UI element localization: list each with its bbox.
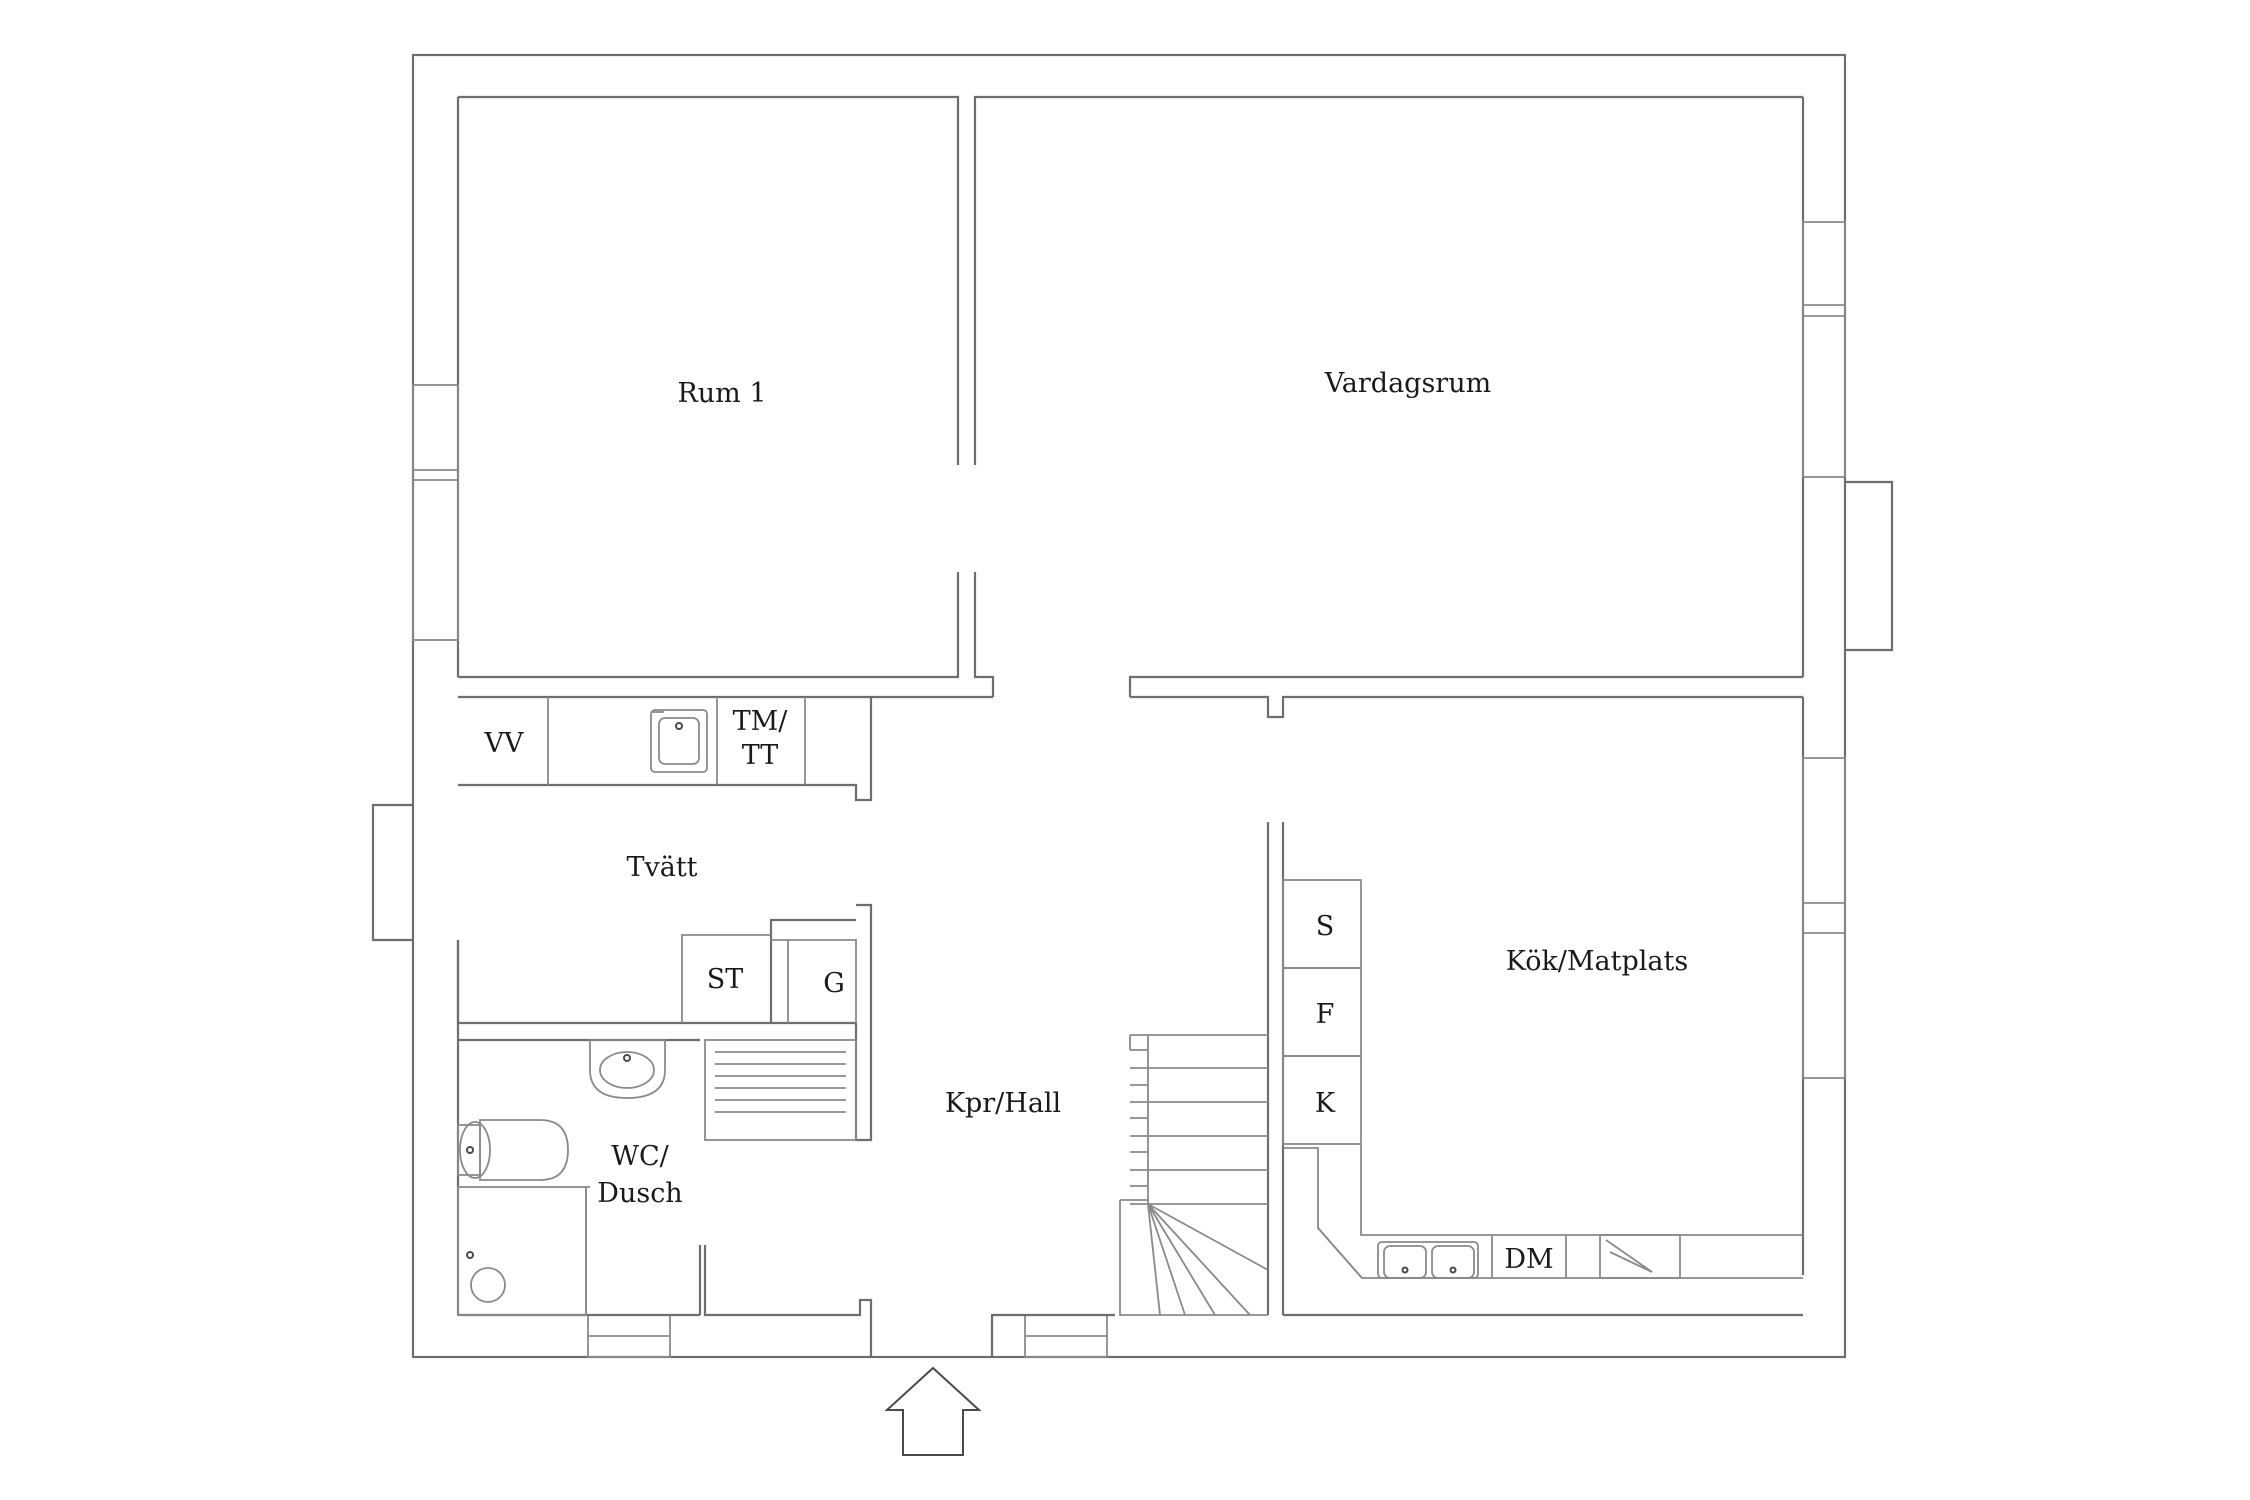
toilet-icon — [457, 1119, 569, 1181]
windows — [412, 221, 1846, 1358]
fixture-label-vv: VV — [484, 728, 524, 759]
shower-icon — [457, 1186, 590, 1316]
fixture-label-st: ST — [707, 964, 744, 995]
stove-icon — [1599, 1234, 1681, 1279]
room-labels: Rum 1 Vardagsrum Tvätt Kök/Matplats Kpr/… — [597, 368, 1688, 1209]
room-label-rum1: Rum 1 — [677, 378, 766, 409]
room-label-tvatt: Tvätt — [626, 852, 697, 883]
staircase — [1119, 1034, 1269, 1316]
bench — [704, 1039, 857, 1141]
storage-cabinets — [681, 934, 857, 1023]
room-label-kpr-hall: Kpr/Hall — [945, 1088, 1061, 1119]
bay-projections — [371, 480, 1894, 942]
fixture-label-tt: TT — [742, 740, 779, 771]
sink-icon — [650, 709, 708, 773]
fixture-labels: VV TM/ TT ST G S F K DM — [484, 706, 1554, 1275]
fixture-label-k: K — [1315, 1088, 1336, 1119]
fixture-label-f: F — [1316, 999, 1335, 1030]
wc-fixtures — [457, 1039, 666, 1316]
entrance-arrow-icon — [884, 1366, 982, 1456]
fixture-label-s: S — [1316, 911, 1335, 942]
sink-icon — [1377, 1241, 1479, 1279]
fixture-label-dm: DM — [1504, 1244, 1553, 1275]
fixture-label-tm: TM/ — [733, 706, 789, 737]
room-label-dusch: Dusch — [597, 1178, 682, 1209]
kitchen-fixtures — [1282, 879, 1803, 1279]
room-label-kok: Kök/Matplats — [1506, 946, 1688, 977]
laundry-counter — [547, 697, 806, 785]
sink-icon — [589, 1039, 666, 1099]
fixture-label-g: G — [823, 968, 845, 999]
room-label-vardagsrum: Vardagsrum — [1324, 368, 1491, 399]
room-label-wc: WC/ — [611, 1141, 669, 1172]
